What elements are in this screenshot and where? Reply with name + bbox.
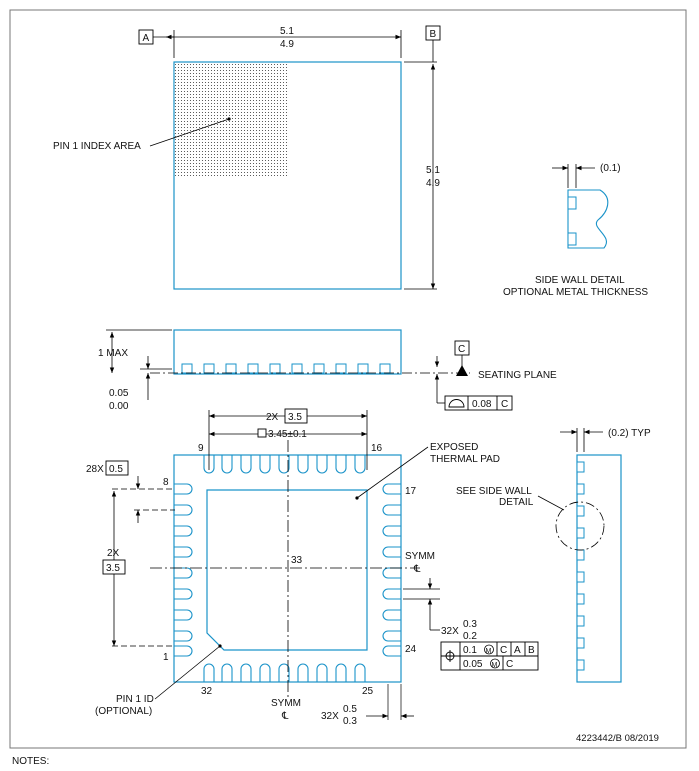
pin-1-label: 1 xyxy=(163,652,169,663)
datum-b-label: B xyxy=(430,29,437,40)
pin-9-label: 9 xyxy=(198,443,204,454)
drawing-frame xyxy=(9,9,687,749)
metal-thickness: (0.1) xyxy=(600,163,621,174)
exposed-pad-label-2: THERMAL PAD xyxy=(430,454,500,465)
side-view: 1 MAX 0.05 0.00 C SEATING PLANE 0.08 C xyxy=(98,329,557,412)
detail-callout-label-1: SEE SIDE WALL xyxy=(456,486,532,497)
symm-bottom-centerline-icon: ℄ xyxy=(281,711,289,722)
leads-left xyxy=(174,483,193,657)
standoff-max: 0.05 xyxy=(109,388,129,399)
flatness-value: 0.08 xyxy=(472,399,492,410)
datum-c-label: C xyxy=(458,344,465,355)
notes-label: NOTES: xyxy=(12,756,49,767)
package-body-right-side xyxy=(576,454,622,683)
symm-right-centerline-icon: ℄ xyxy=(413,564,421,575)
detail-callout-circle xyxy=(555,501,605,551)
symm-bottom-label: SYMM xyxy=(271,698,301,709)
fcf-row2-tolerance: 0.05 xyxy=(463,659,483,670)
pin-33-label: 33 xyxy=(291,555,303,566)
svg-text:M: M xyxy=(492,662,498,669)
max-height: 1 MAX xyxy=(98,348,128,359)
vspan-value: 3.5 xyxy=(106,563,120,574)
lead-width-max: 0.3 xyxy=(463,619,477,630)
flatness-frame xyxy=(444,395,513,411)
svg-text:M: M xyxy=(486,648,492,655)
pin-17-label: 17 xyxy=(405,486,417,497)
exposed-pad-label-1: EXPOSED xyxy=(430,442,478,453)
mmc-modifier-icon-2 xyxy=(490,658,500,669)
pitch-value: 0.5 xyxy=(109,464,123,475)
fcf-row2-datum-1: C xyxy=(506,659,513,670)
pin1-id-label-1: PIN 1 ID xyxy=(116,694,154,705)
right-side-view: (0.2) TYP SEE SIDE WALL DETAIL xyxy=(456,428,651,683)
mmc-modifier-icon xyxy=(484,644,494,655)
lead-length-min: 0.3 xyxy=(343,716,357,727)
symm-right-label: SYMM xyxy=(405,551,435,562)
position-symbol-icon xyxy=(444,650,456,662)
fcf-row1-datum-2: A xyxy=(514,645,521,656)
position-tolerance-frame: 0.1 M C A B 0.05 M C xyxy=(440,641,539,671)
fcf-row1-tolerance: 0.1 xyxy=(463,645,477,656)
right-side-leads xyxy=(576,461,585,671)
lead-length-prefix: 32X xyxy=(321,711,339,722)
pin-16-label: 16 xyxy=(371,443,383,454)
leads-right xyxy=(382,483,401,657)
pin-8-label: 8 xyxy=(163,477,169,488)
span-value: 3.5 xyxy=(288,412,302,423)
height-max: 5.1 xyxy=(426,165,440,176)
lead-length-max: 0.5 xyxy=(343,704,357,715)
leads-bottom xyxy=(203,663,366,682)
pin-32-label: 32 xyxy=(201,686,213,697)
pin-24-label: 24 xyxy=(405,644,417,655)
fcf-row1-datum-3: B xyxy=(528,645,535,656)
flatness-symbol-icon xyxy=(448,399,465,408)
width-max: 5.1 xyxy=(280,26,294,37)
fcf-row1-datum-1: C xyxy=(500,645,507,656)
vspan-basic-box xyxy=(102,559,126,575)
pad-size: 3.45±0.1 xyxy=(268,429,307,440)
document-reference: 4223442/B 08/2019 xyxy=(576,733,659,744)
pin-25-label: 25 xyxy=(362,686,374,697)
side-view-leads xyxy=(181,363,391,374)
package-body-side xyxy=(173,329,402,375)
pin1-index-label: PIN 1 INDEX AREA xyxy=(53,141,141,152)
datum-a-label: A xyxy=(143,33,150,44)
width-min: 4.9 xyxy=(280,39,294,50)
side-wall-caption-1: SIDE WALL DETAIL xyxy=(535,275,625,286)
pitch-prefix: 28X xyxy=(86,464,104,475)
lead-width-min: 0.2 xyxy=(463,631,477,642)
pin1-index-area xyxy=(174,62,289,177)
top-view: PIN 1 INDEX AREA A B 5.1 4.9 5.1 4.9 xyxy=(53,25,441,290)
pitch-basic-box xyxy=(105,460,129,476)
standoff-min: 0.00 xyxy=(109,401,129,412)
side-wall-detail: (0.1) SIDE WALL DETAIL OPTIONAL METAL TH… xyxy=(503,163,648,298)
lead-width-prefix: 32X xyxy=(441,626,459,637)
bottom-view: 33 2X 3.5 3.45±0.1 9 16 8 17 1 24 32 25 … xyxy=(86,408,539,727)
wall-thickness-label: (0.2) TYP xyxy=(608,428,651,439)
height-min: 4.9 xyxy=(426,178,440,189)
vspan-prefix: 2X xyxy=(107,548,120,559)
side-wall-caption-2: OPTIONAL METAL THICKNESS xyxy=(503,287,648,298)
exposed-thermal-pad xyxy=(206,489,368,651)
span-prefix: 2X xyxy=(266,412,279,423)
square-symbol-icon xyxy=(257,428,267,438)
detail-callout-label-2: DETAIL xyxy=(499,497,534,508)
flatness-datum: C xyxy=(501,399,508,410)
side-wall-outline xyxy=(567,189,609,249)
pin1-id-label-2: (OPTIONAL) xyxy=(95,706,152,717)
leads-top xyxy=(203,455,366,474)
span-basic-box xyxy=(284,408,308,424)
seating-plane-label: SEATING PLANE xyxy=(478,370,557,381)
